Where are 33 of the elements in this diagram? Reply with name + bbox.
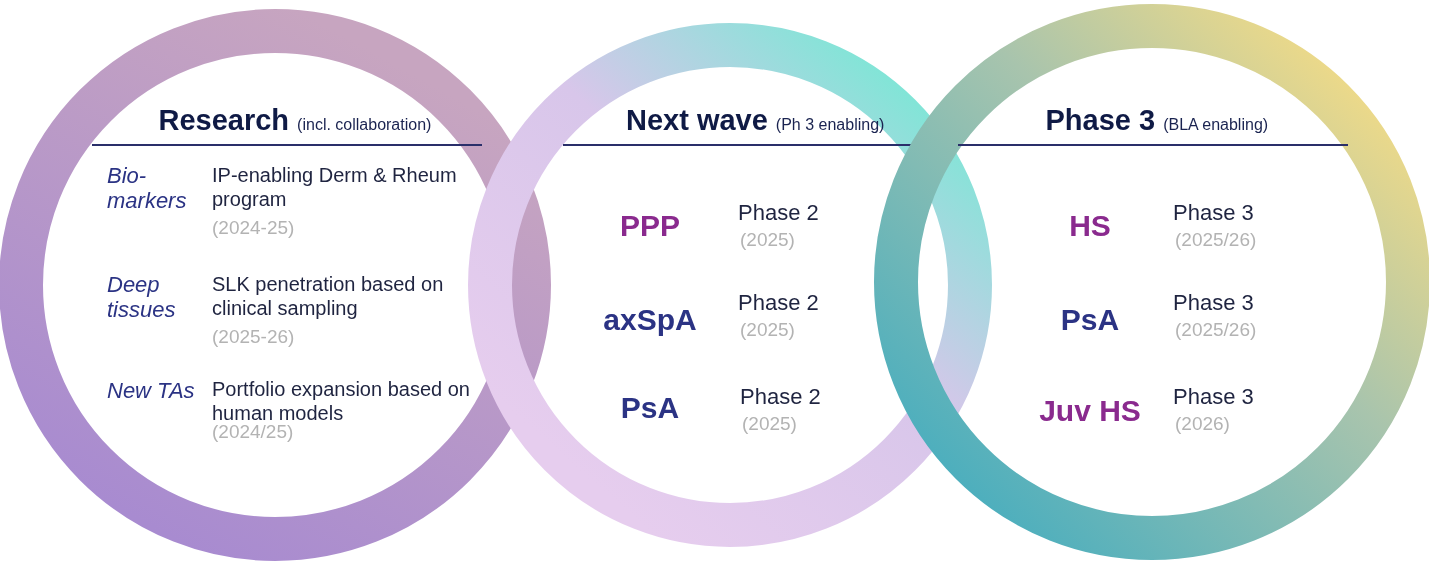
year-text: (2024-25) — [212, 217, 296, 240]
year-text: (2025-26) — [212, 326, 296, 349]
ring-shape — [0, 9, 551, 561]
heading-subtitle: (incl. collaboration) — [297, 115, 432, 133]
indication-label: Juv HS — [1038, 393, 1142, 429]
year-text: (2025/26) — [1175, 229, 1258, 252]
phase-label: Phase 3 — [1173, 384, 1255, 411]
indication-label: PPP — [619, 208, 681, 244]
year-text: (2025) — [740, 229, 796, 252]
heading-title: Phase 3 — [1045, 103, 1156, 136]
heading-title: Research — [158, 103, 290, 136]
heading-subtitle: (Ph 3 enabling) — [775, 115, 885, 133]
phase-label: Phase 2 — [738, 290, 820, 317]
heading-title: Next wave — [626, 103, 768, 136]
year-text: (2025) — [740, 319, 796, 342]
year-text: (2025/26) — [1175, 319, 1258, 342]
year-text: (2026) — [1175, 413, 1231, 436]
indication-label: HS — [1068, 208, 1112, 244]
phase-label: Phase 2 — [738, 200, 820, 227]
category-label: Deep tissues — [107, 272, 177, 323]
phase-label: Phase 2 — [740, 384, 822, 411]
heading-subtitle: (BLA enabling) — [1163, 115, 1269, 133]
indication-label: PsA — [619, 390, 681, 426]
phase-label: Phase 3 — [1173, 200, 1255, 227]
description-text: IP-enabling Derm & Rheum program — [212, 163, 458, 211]
description-text: SLK penetration based on clinical sampling — [212, 272, 445, 320]
category-label: New TAs — [107, 378, 196, 404]
year-text: (2025) — [742, 413, 798, 436]
indication-label: axSpA — [602, 302, 698, 338]
indication-label: PsA — [1059, 302, 1121, 338]
phase-label: Phase 3 — [1173, 290, 1255, 317]
ring-shape — [468, 23, 992, 547]
category-label: Bio- markers — [107, 163, 188, 214]
